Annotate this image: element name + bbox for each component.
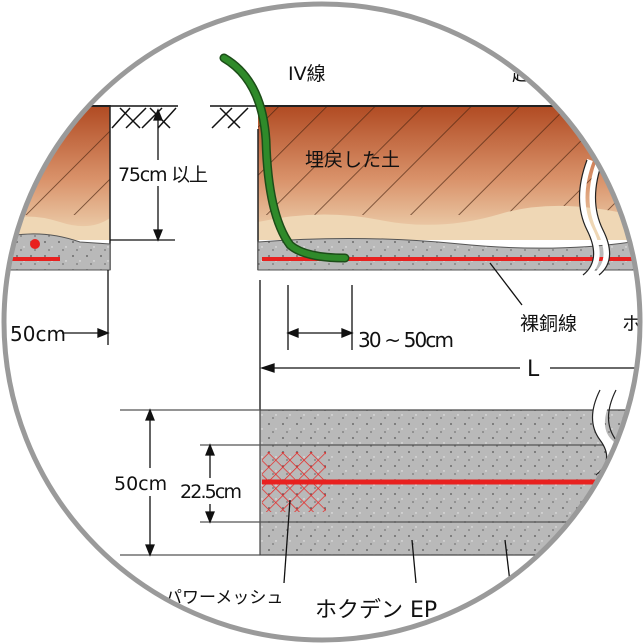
ground-surface-hatch	[110, 105, 258, 129]
break-line-upper	[579, 158, 610, 278]
cut-label-right: ホ	[622, 313, 641, 335]
width-50cm-label: 50cm	[10, 322, 66, 346]
length-L-label: L	[527, 357, 540, 382]
bare-copper-label: 裸銅線	[520, 313, 577, 335]
backfill-soil-label: 埋戻した土	[305, 149, 400, 171]
concrete-layer-right	[257, 237, 640, 271]
height-50cm-label: 50cm	[114, 473, 167, 495]
depth-75cm-label: 75cm 以上	[118, 164, 208, 186]
height-22-5cm-label: 22.5cm	[180, 481, 242, 503]
range-30-50cm-label: 30 ~ 50cm	[358, 328, 454, 352]
backfill-soil-right	[258, 105, 640, 240]
backfill-soil-left	[4, 105, 110, 240]
hokuden-ep-label: ホクデン EP	[315, 598, 437, 623]
iv-wire-label: IV線	[288, 63, 326, 85]
power-mesh-label: パワーメッシュ	[165, 588, 283, 608]
wire-cross-section-dot	[30, 239, 40, 249]
